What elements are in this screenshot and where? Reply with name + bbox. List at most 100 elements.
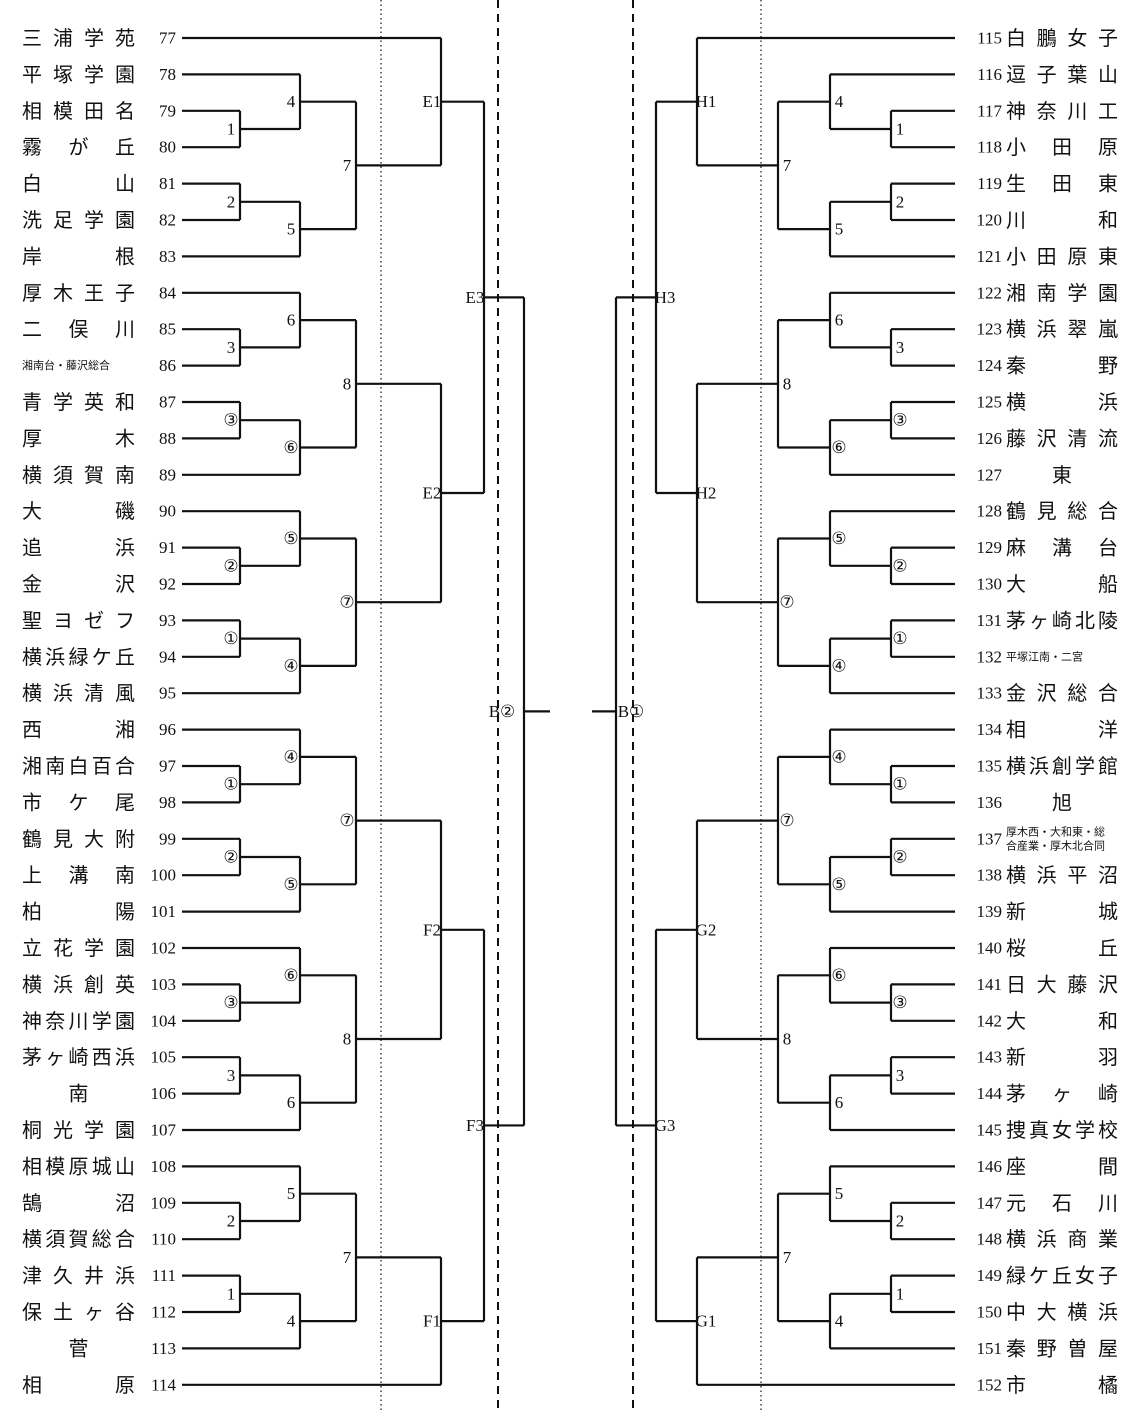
team-name-right: 小田原 [1006, 135, 1118, 159]
team-name-left: 三浦学苑 [22, 26, 135, 50]
team-name-left: 岸根 [22, 244, 135, 268]
round3-label: ⑦ [339, 811, 354, 830]
round3-label: 8 [343, 374, 352, 393]
team-number: 93 [159, 611, 176, 630]
team-name-right: 横浜商業 [1006, 1227, 1118, 1251]
team-name-left: 保土ヶ谷 [22, 1300, 135, 1324]
team-name-left: 横須賀南 [22, 463, 135, 487]
round1-label: 2 [896, 1212, 905, 1231]
round5-label: F3 [466, 1116, 484, 1135]
team-number: 150 [977, 1303, 1003, 1322]
team-name-right: 東 [1052, 463, 1072, 487]
team-number: 110 [151, 1230, 176, 1249]
team-number: 89 [159, 465, 176, 484]
team-number: 130 [977, 575, 1003, 594]
round5-label: E3 [466, 288, 485, 307]
team-number: 136 [977, 793, 1003, 812]
team-name-right: 元石川 [1006, 1191, 1118, 1215]
round4-label: H1 [696, 92, 717, 111]
round3-label: 7 [783, 1248, 792, 1267]
team-number: 134 [977, 720, 1003, 739]
team-name-right: 横浜平沼 [1006, 863, 1118, 887]
team-number: 87 [159, 393, 177, 412]
team-name-right: 白鵬女子 [1006, 26, 1118, 50]
round1-label: 1 [227, 120, 236, 139]
team-number: 84 [159, 283, 177, 302]
round2-label: 6 [835, 1093, 844, 1112]
team-number: 105 [151, 1048, 177, 1067]
round5-label: G3 [655, 1116, 676, 1135]
team-number: 116 [977, 65, 1002, 84]
team-number: 140 [977, 939, 1003, 958]
round2-label: 6 [835, 311, 844, 330]
team-number: 112 [151, 1303, 176, 1322]
team-name-left: 厚木 [22, 426, 135, 450]
round1-label: ② [223, 556, 238, 575]
team-number: 100 [151, 866, 177, 885]
team-name-left: 相模田名 [22, 99, 135, 123]
team-name-left: 大磯 [22, 499, 135, 523]
right-bracket: 白鵬女子115逗子葉山116神奈川工117小田原118生田東119川和120小田… [592, 26, 1118, 1397]
round1-label: 3 [896, 338, 905, 357]
round2-label: 4 [835, 92, 844, 111]
team-name-right: 合産業・厚木北合同 [1006, 838, 1105, 852]
team-number: 127 [977, 465, 1003, 484]
round3-label: 8 [343, 1030, 352, 1049]
round3-label: ⑦ [339, 593, 354, 612]
round1-label: ② [223, 848, 238, 867]
team-name-right: 茅ヶ崎 [1006, 1082, 1118, 1106]
team-name-left: 二俣川 [22, 317, 135, 341]
round2-label: 6 [287, 311, 296, 330]
final-label: B① [618, 702, 645, 721]
team-name-right: 緑ケ丘女子 [1006, 1264, 1118, 1288]
team-name-left: 立花学園 [22, 936, 135, 960]
team-name-right: 桜丘 [1006, 936, 1118, 960]
team-name-left: 霧が丘 [22, 135, 135, 159]
team-number: 108 [151, 1157, 177, 1176]
team-name-left: 横浜緑ケ丘 [22, 645, 135, 669]
round3-label: ⑦ [779, 593, 794, 612]
team-name-right: 鶴見総合 [1006, 499, 1118, 523]
team-name-right: 金沢総合 [1006, 681, 1118, 705]
round1-label: ③ [223, 993, 238, 1012]
round2-label: 5 [287, 220, 296, 239]
team-name-left: 相模原城山 [22, 1154, 135, 1178]
team-number: 107 [151, 1121, 177, 1140]
round2-label: ④ [831, 747, 846, 766]
team-name-left: 市ケ尾 [22, 790, 135, 814]
round2-label: ⑤ [831, 529, 846, 548]
final-label: B② [489, 702, 516, 721]
team-number: 138 [977, 866, 1003, 885]
team-number: 86 [159, 356, 176, 375]
team-name-right: 新羽 [1006, 1045, 1118, 1069]
team-number: 123 [977, 320, 1003, 339]
round1-label: ③ [892, 411, 907, 430]
team-name-right: 横浜翠嵐 [1006, 317, 1118, 341]
round2-label: ⑥ [283, 966, 298, 985]
round1-label: 2 [227, 192, 236, 211]
round1-label: ① [892, 775, 907, 794]
team-number: 94 [159, 647, 177, 666]
team-number: 111 [152, 1266, 176, 1285]
team-name-left: 津久井浜 [22, 1264, 135, 1288]
round2-label: ⑥ [831, 966, 846, 985]
round3-label: 8 [783, 374, 792, 393]
team-number: 118 [977, 138, 1002, 157]
team-number: 79 [159, 101, 176, 120]
team-name-right: 茅ヶ崎北陵 [1006, 608, 1118, 632]
team-number: 96 [159, 720, 176, 739]
team-number: 152 [977, 1375, 1003, 1394]
round2-label: ⑤ [831, 875, 846, 894]
round1-label: 3 [896, 1066, 905, 1085]
team-name-left: 白山 [22, 172, 135, 196]
round2-label: ④ [283, 656, 298, 675]
round2-label: ④ [283, 747, 298, 766]
team-number: 117 [977, 101, 1002, 120]
team-number: 142 [977, 1011, 1003, 1030]
team-number: 120 [977, 211, 1003, 230]
round1-label: 1 [896, 120, 905, 139]
round3-label: 7 [783, 156, 792, 175]
team-name-left: 鵠沼 [22, 1191, 135, 1215]
team-name-right: 厚木西・大和東・総 [1006, 824, 1105, 838]
